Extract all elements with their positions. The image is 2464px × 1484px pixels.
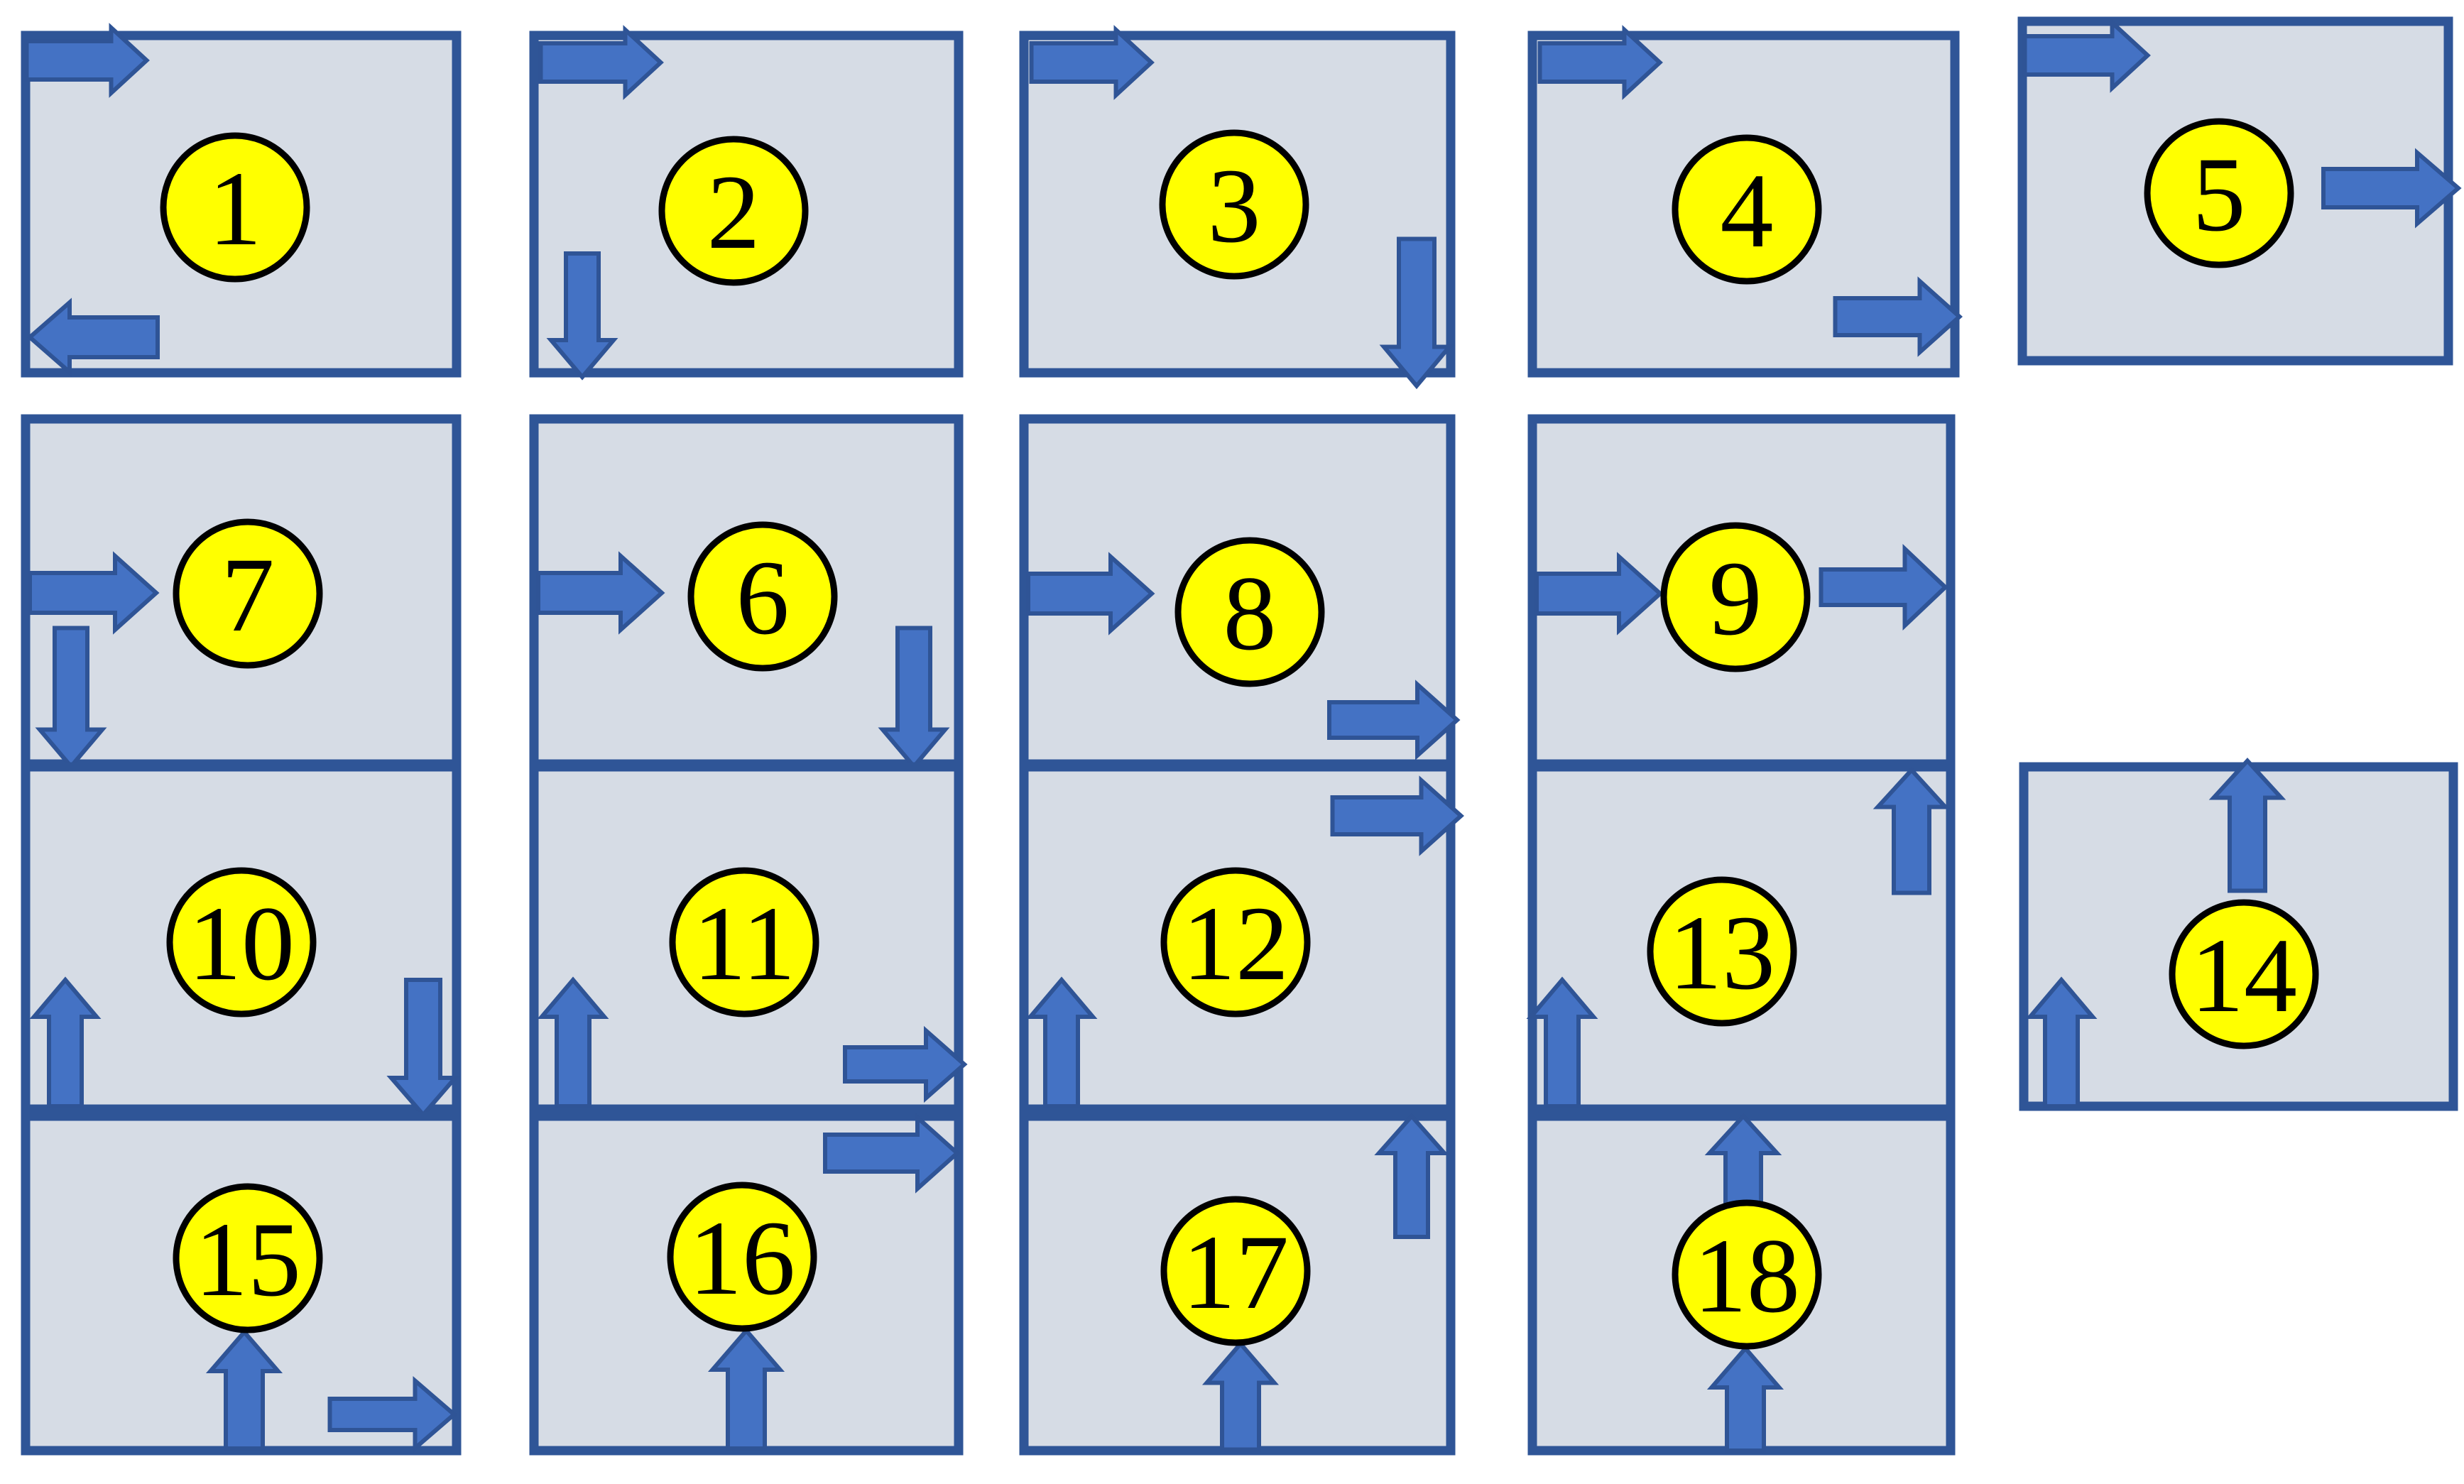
outflow-arrow-up-icon: [1704, 1113, 1782, 1209]
zone-8-badge: [1174, 537, 1325, 687]
zone-1-badge: [160, 132, 310, 283]
inflow-arrow-up-icon: [2025, 976, 2098, 1108]
zone-18-badge: [1672, 1199, 1822, 1350]
zone-6: 6: [529, 414, 964, 770]
zone-14: 14: [2019, 758, 2458, 1111]
zone-11: 11: [529, 762, 968, 1114]
inflow-arrow-right-icon: [1026, 552, 1155, 635]
outflow-arrow-right-icon: [1327, 680, 1461, 760]
zone-7-number: 7: [222, 536, 275, 654]
zone-18: 18: [1527, 1111, 1956, 1456]
outflow-arrow-down-icon: [878, 626, 950, 770]
inflow-arrow-right-icon: [2022, 18, 2151, 93]
zone-2-badge: [658, 136, 809, 286]
outflow-arrow-up-icon: [1872, 767, 1951, 895]
zone-11-number: 11: [693, 885, 795, 1003]
zone-13-badge: [1647, 876, 1797, 1027]
zone-14-badge: [2169, 899, 2319, 1049]
outflow-arrow-right-icon: [1833, 276, 1963, 357]
zone-1: 1: [21, 23, 462, 378]
outflow-arrow-right-icon: [823, 1113, 961, 1194]
outflow-arrow-right-icon: [2321, 148, 2462, 229]
zone-2-box: [529, 31, 964, 378]
inflow-arrow-right-icon: [24, 23, 150, 98]
zone-15-number: 15: [195, 1201, 301, 1319]
zone-8-number: 8: [1223, 555, 1277, 672]
outflow-arrow-up-icon: [2208, 758, 2286, 893]
inflow-arrow-right-icon: [1537, 25, 1663, 100]
zone-16-number: 16: [689, 1199, 795, 1317]
inflow-arrow-right-icon: [536, 551, 665, 635]
zone-4-badge: [1672, 134, 1822, 285]
outflow-arrow-up-icon: [1374, 1113, 1449, 1239]
zone-12-number: 12: [1182, 885, 1289, 1003]
zone-3: 3: [1019, 25, 1456, 390]
inflow-arrow-up-icon: [537, 976, 609, 1108]
zone-9: 9: [1527, 414, 1956, 769]
inflow-arrow-up-icon: [205, 1328, 283, 1451]
zone-13: 13: [1526, 762, 1956, 1114]
zone-4: 4: [1527, 25, 1963, 378]
zone-16-badge: [667, 1182, 817, 1332]
zone-5-number: 5: [2193, 136, 2246, 253]
zone-12-badge: [1160, 867, 1311, 1017]
outflow-arrow-right-icon: [1819, 544, 1948, 631]
outflow-arrow-down-icon: [546, 251, 618, 381]
zone-10-badge: [166, 867, 317, 1017]
inflow-arrow-right-icon: [1029, 25, 1155, 100]
zone-16: 16: [529, 1111, 964, 1456]
zone-2: 2: [529, 25, 964, 381]
zone-11-badge: [669, 867, 819, 1017]
zone-9-badge: [1660, 522, 1811, 672]
inflow-arrow-up-icon: [707, 1327, 785, 1451]
zone-5: 5: [2017, 16, 2462, 366]
zone-7-badge: [173, 518, 323, 669]
outflow-arrow-left-icon: [26, 298, 160, 377]
inflow-arrow-right-icon: [538, 25, 664, 100]
zone-17-badge: [1160, 1196, 1311, 1346]
outflow-arrow-down-icon: [1379, 236, 1454, 390]
zone-2-number: 2: [707, 153, 761, 271]
inflow-arrow-up-icon: [29, 976, 102, 1108]
zone-13-number: 13: [1669, 894, 1775, 1012]
outflow-arrow-right-icon: [843, 1025, 968, 1103]
zone-10: 10: [21, 762, 462, 1118]
inflow-arrow-right-icon: [1534, 552, 1664, 635]
zone-15-badge: [173, 1183, 323, 1333]
zone-8: 8: [1019, 414, 1461, 769]
zone-17-box: [1019, 1111, 1456, 1456]
zone-9-number: 9: [1709, 540, 1762, 658]
zone-17-number: 17: [1182, 1213, 1289, 1331]
zone-14-number: 14: [2191, 917, 2297, 1035]
inflow-arrow-right-icon: [28, 551, 160, 635]
zone-4-number: 4: [1721, 152, 1774, 270]
zone-7: 7: [21, 414, 462, 770]
zone-1-number: 1: [209, 150, 262, 268]
zone-10-number: 10: [188, 885, 295, 1003]
zone-3-number: 3: [1208, 147, 1261, 265]
outflow-arrow-down-icon: [35, 626, 107, 770]
zone-5-badge: [2144, 118, 2294, 268]
inflow-arrow-up-icon: [1025, 976, 1098, 1108]
outflow-arrow-right-icon: [327, 1375, 458, 1453]
inflow-arrow-up-icon: [1706, 1345, 1784, 1453]
zone-18-number: 18: [1694, 1217, 1800, 1335]
zone-3-badge: [1159, 129, 1309, 280]
outflow-arrow-down-icon: [386, 978, 460, 1118]
outflow-arrow-right-icon: [1330, 775, 1465, 856]
zone-6-badge: [687, 521, 838, 672]
zone-12: 12: [1019, 762, 1465, 1114]
zone-6-number: 6: [736, 539, 790, 657]
zone-17: 17: [1019, 1111, 1456, 1456]
inflow-arrow-up-icon: [1526, 976, 1598, 1108]
inflow-arrow-up-icon: [1201, 1340, 1280, 1452]
zone-15: 15: [21, 1111, 462, 1456]
